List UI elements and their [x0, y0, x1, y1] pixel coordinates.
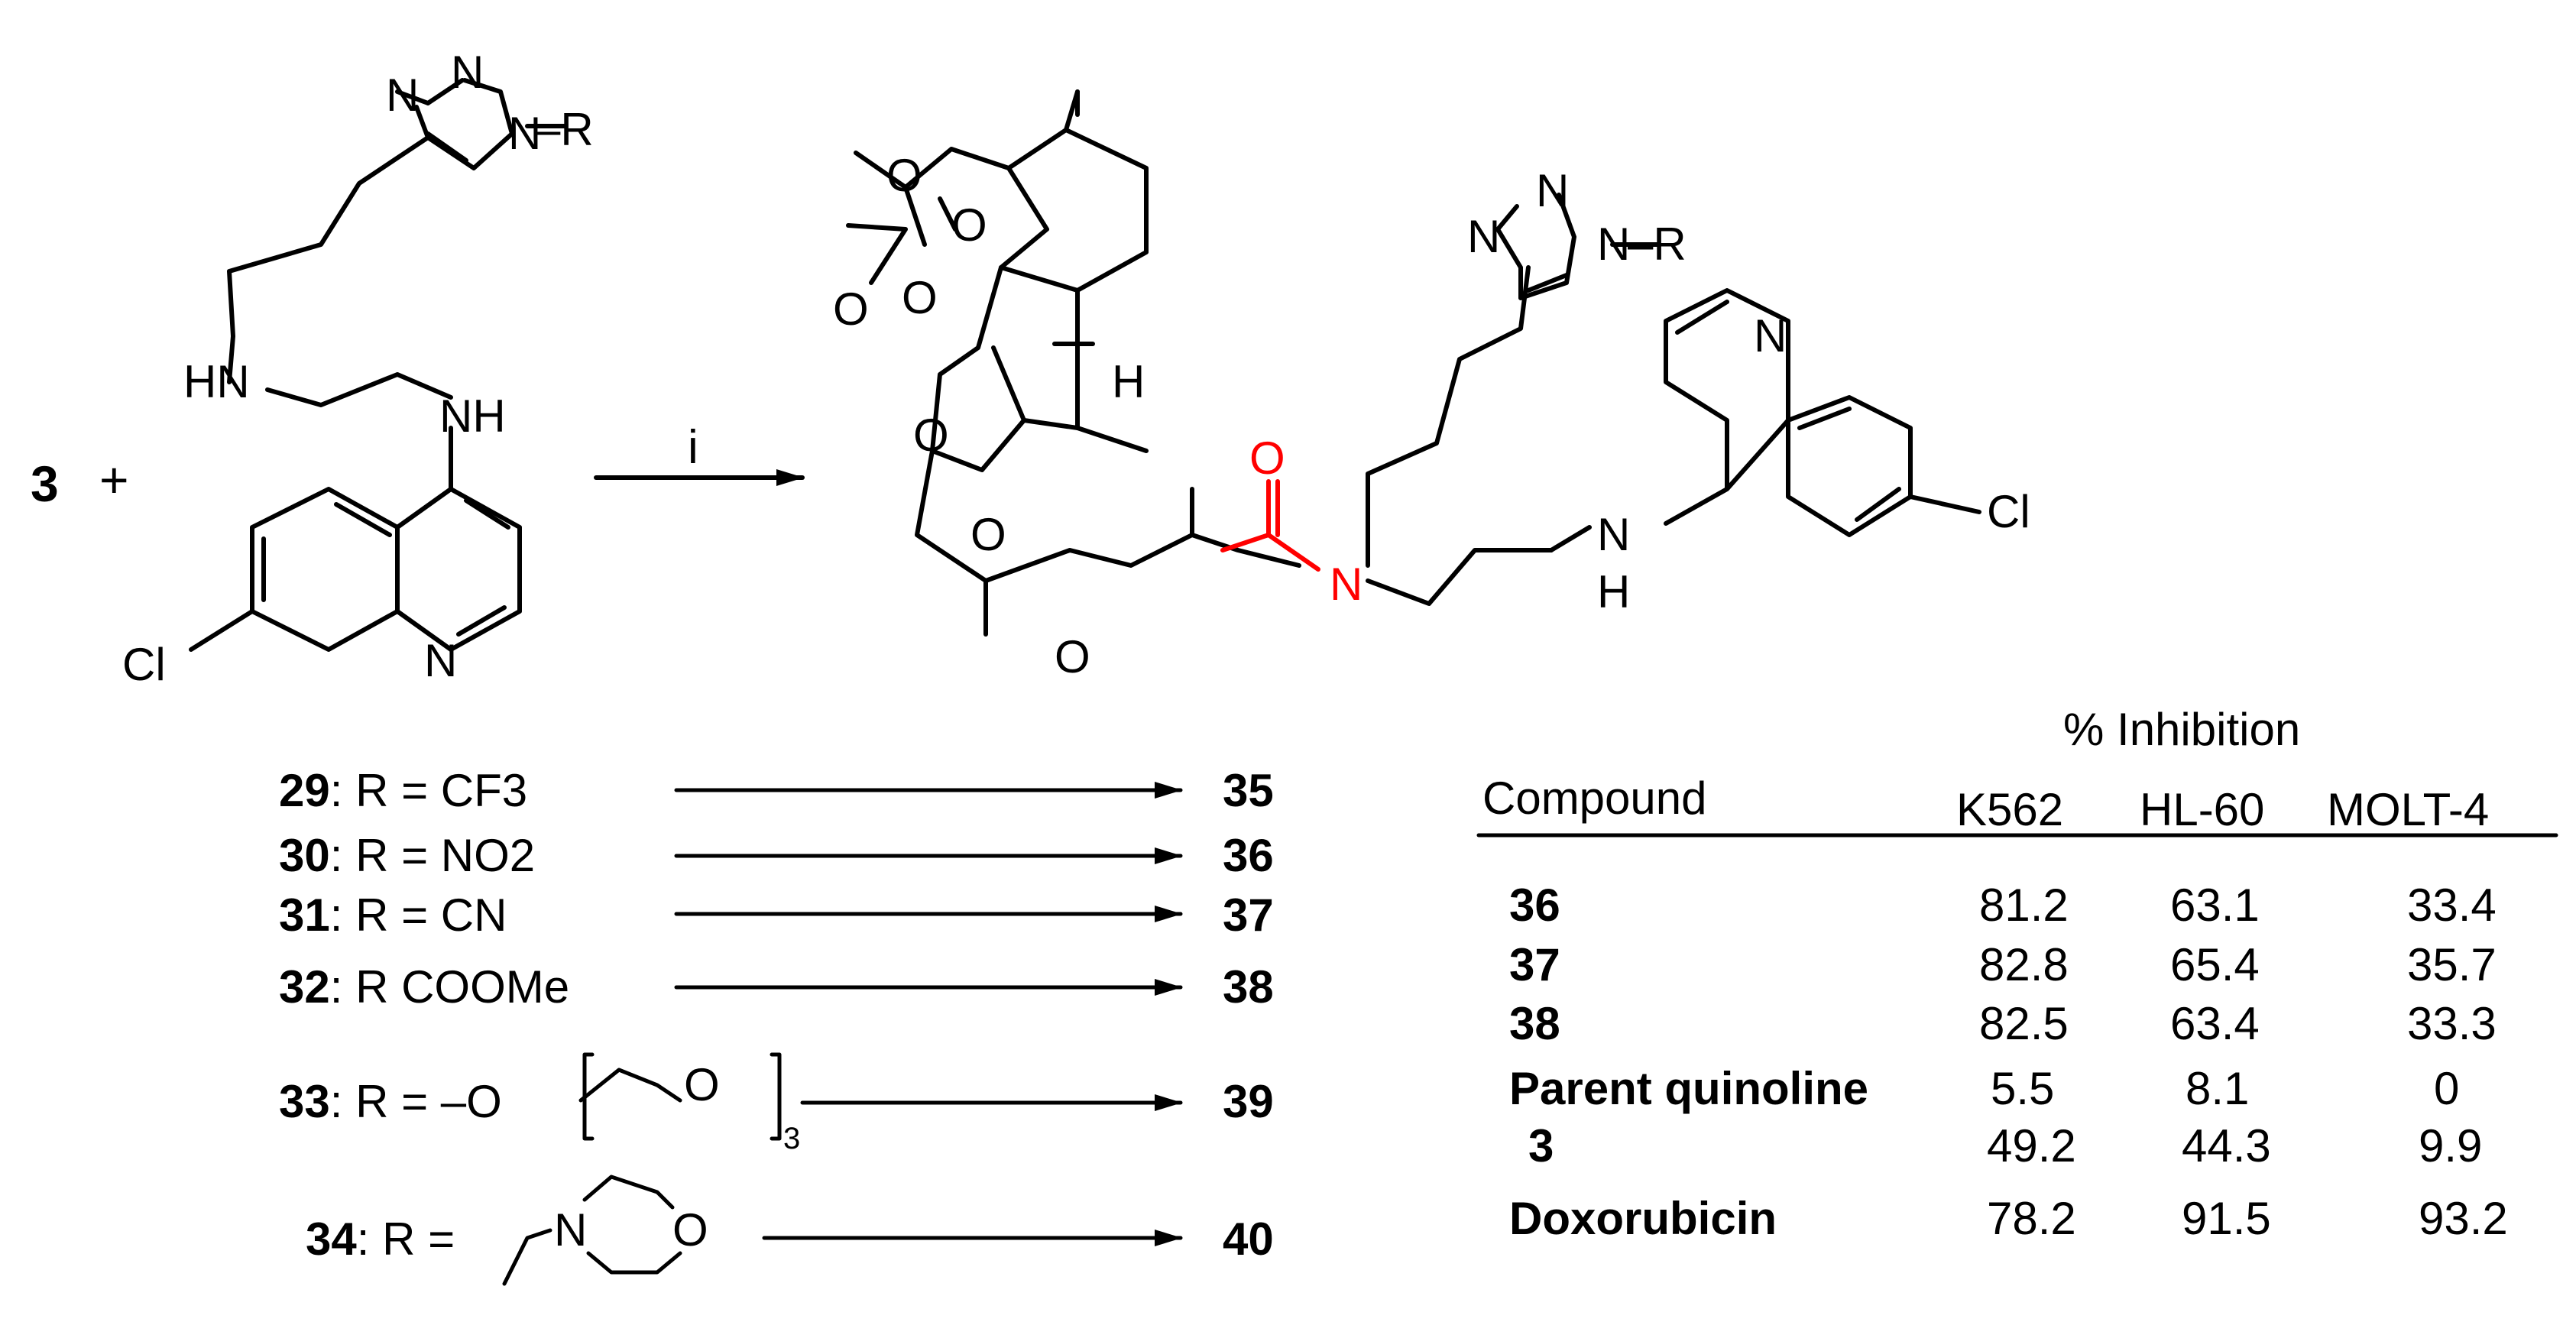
product-quinoline-ring — [1664, 288, 1981, 537]
table-col-compound: Compound — [1482, 773, 1707, 824]
product-triazole-ring — [1495, 193, 1661, 300]
reactant-compound-3: 3 — [31, 455, 59, 512]
table-row-compound: Doxorubicin — [1509, 1193, 1777, 1244]
peg-bracket — [578, 1052, 782, 1141]
product-quinoline-n: N — [1754, 310, 1787, 361]
table-row-compound: 37 — [1509, 939, 1560, 990]
series-32: 32: R COOMe — [279, 964, 569, 1010]
morpholine-ring — [502, 1175, 682, 1286]
reaction-condition-label: i — [688, 421, 698, 474]
product-carbonyl-o: O — [970, 509, 1006, 560]
reactant-triazole-ring — [395, 78, 568, 170]
table-col-k562: K562 — [1956, 784, 2064, 835]
product-nh-n: N — [1597, 509, 1631, 560]
table-cell-molt4: 93.2 — [2419, 1193, 2508, 1244]
reactant-quinoline-ring — [189, 426, 522, 652]
product-35: 35 — [1223, 765, 1274, 816]
series-34-text: : R = — [356, 1213, 455, 1265]
product-h-label: H — [1112, 356, 1145, 407]
product-triazole-n1: N — [1467, 211, 1501, 262]
product-38: 38 — [1223, 961, 1274, 1013]
product-linker-chain — [1366, 265, 1592, 606]
series-34: 34: R = — [306, 1217, 455, 1262]
product-triazole-r: –R — [1628, 219, 1687, 270]
series-33: 33: R = –O — [279, 1079, 502, 1125]
product-peroxide-o2: O — [951, 199, 987, 251]
reactant-triazole-r: –R — [535, 104, 594, 155]
table-cell-k562: 5.5 — [1991, 1063, 2055, 1114]
table-cell-molt4: 9.9 — [2419, 1120, 2483, 1171]
product-ring-o1: O — [833, 284, 869, 335]
series-34-morph-o: O — [672, 1204, 708, 1256]
product-peroxide-o1: O — [886, 150, 922, 201]
reactant-triazole-n3: N — [508, 108, 542, 159]
series-34-num: 34 — [306, 1213, 357, 1265]
reactant-hn-label: HN — [183, 356, 250, 407]
table-cell-molt4: 33.3 — [2407, 998, 2497, 1049]
table-cell-k562: 49.2 — [1987, 1120, 2076, 1171]
product-ester-carbonyl-o: O — [1055, 631, 1090, 682]
table-cell-hl60: 44.3 — [2182, 1120, 2271, 1171]
product-36: 36 — [1223, 830, 1274, 881]
table-col-hl60: HL-60 — [2140, 784, 2265, 835]
product-ring-o2: O — [902, 272, 938, 323]
table-cell-hl60: 91.5 — [2182, 1193, 2271, 1244]
series-29: 29: R = CF3 — [279, 768, 527, 814]
table-cell-molt4: 35.7 — [2407, 939, 2497, 990]
amide-highlight — [1220, 479, 1320, 572]
reactant-linker-chain — [227, 135, 453, 407]
product-37: 37 — [1223, 889, 1274, 941]
product-amide-o: O — [1249, 433, 1285, 484]
table-cell-k562: 82.5 — [1979, 998, 2069, 1049]
table-cell-k562: 78.2 — [1987, 1193, 2076, 1244]
series-29-num: 29 — [279, 765, 330, 816]
series-30: 30: R = NO2 — [279, 833, 535, 879]
table-row-compound: 38 — [1509, 998, 1560, 1049]
table-row-compound: 3 — [1528, 1120, 1554, 1171]
series-34-morph-n: N — [554, 1204, 588, 1256]
series-30-text: : R = NO2 — [329, 830, 536, 881]
table-cell-hl60: 63.1 — [2170, 880, 2260, 931]
table-cell-hl60: 63.4 — [2170, 998, 2260, 1049]
product-amide-n: N — [1330, 559, 1363, 610]
product-nh-h: H — [1597, 566, 1631, 617]
table-cell-molt4: 0 — [2434, 1063, 2460, 1114]
table-cell-molt4: 33.4 — [2407, 880, 2497, 931]
series-33-peg-n: 3 — [783, 1122, 801, 1155]
product-chloro: Cl — [1987, 486, 2030, 537]
series-33-peg-o: O — [684, 1059, 720, 1110]
table-cell-k562: 82.8 — [1979, 939, 2069, 990]
series-32-text: : R COOMe — [329, 961, 570, 1013]
reactant-triazole-n1: N — [386, 70, 420, 121]
reactant-quinoline-n: N — [424, 635, 458, 686]
plus-sign: + — [99, 452, 129, 508]
series-32-num: 32 — [279, 961, 330, 1013]
product-39: 39 — [1223, 1076, 1274, 1127]
reactant-nh-label: NH — [439, 390, 506, 442]
series-arrows — [674, 782, 1183, 1246]
table-group-header: % Inhibition — [2063, 704, 2301, 755]
series-31-text: : R = CN — [329, 889, 507, 941]
product-40: 40 — [1223, 1213, 1274, 1265]
series-33-num: 33 — [279, 1076, 330, 1127]
reactant-triazole-n2: N — [451, 47, 484, 98]
product-triazole-n3: N — [1597, 219, 1631, 270]
table-row-compound: 36 — [1509, 880, 1560, 931]
series-33-text: : R = –O — [329, 1076, 502, 1127]
product-triazole-n2: N — [1536, 165, 1570, 216]
table-col-molt4: MOLT-4 — [2327, 784, 2490, 835]
product-ester-o: O — [913, 410, 949, 461]
table-cell-k562: 81.2 — [1979, 880, 2069, 931]
table-cell-hl60: 65.4 — [2170, 939, 2260, 990]
series-29-text: : R = CF3 — [329, 765, 528, 816]
series-30-num: 30 — [279, 830, 330, 881]
series-31: 31: R = CN — [279, 893, 507, 938]
series-31-num: 31 — [279, 889, 330, 941]
table-row-compound: Parent quinoline — [1509, 1063, 1869, 1114]
table-cell-hl60: 8.1 — [2186, 1063, 2250, 1114]
reactant-chloro: Cl — [122, 639, 166, 690]
